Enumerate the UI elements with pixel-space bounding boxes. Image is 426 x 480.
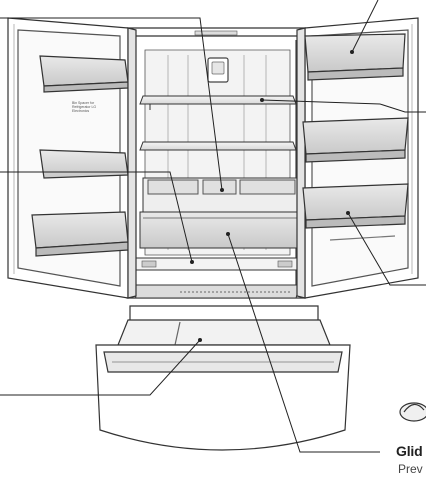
- left-door: [8, 18, 136, 298]
- bin-spacer-label: Bin Spacer for Refrigerator LG Electroni…: [72, 101, 102, 113]
- glide-icon: [400, 403, 426, 421]
- caption-body: Prev: [398, 462, 423, 476]
- freezer-drawer: [96, 306, 350, 450]
- caption-title: Glid: [396, 443, 422, 459]
- right-door: [297, 18, 418, 298]
